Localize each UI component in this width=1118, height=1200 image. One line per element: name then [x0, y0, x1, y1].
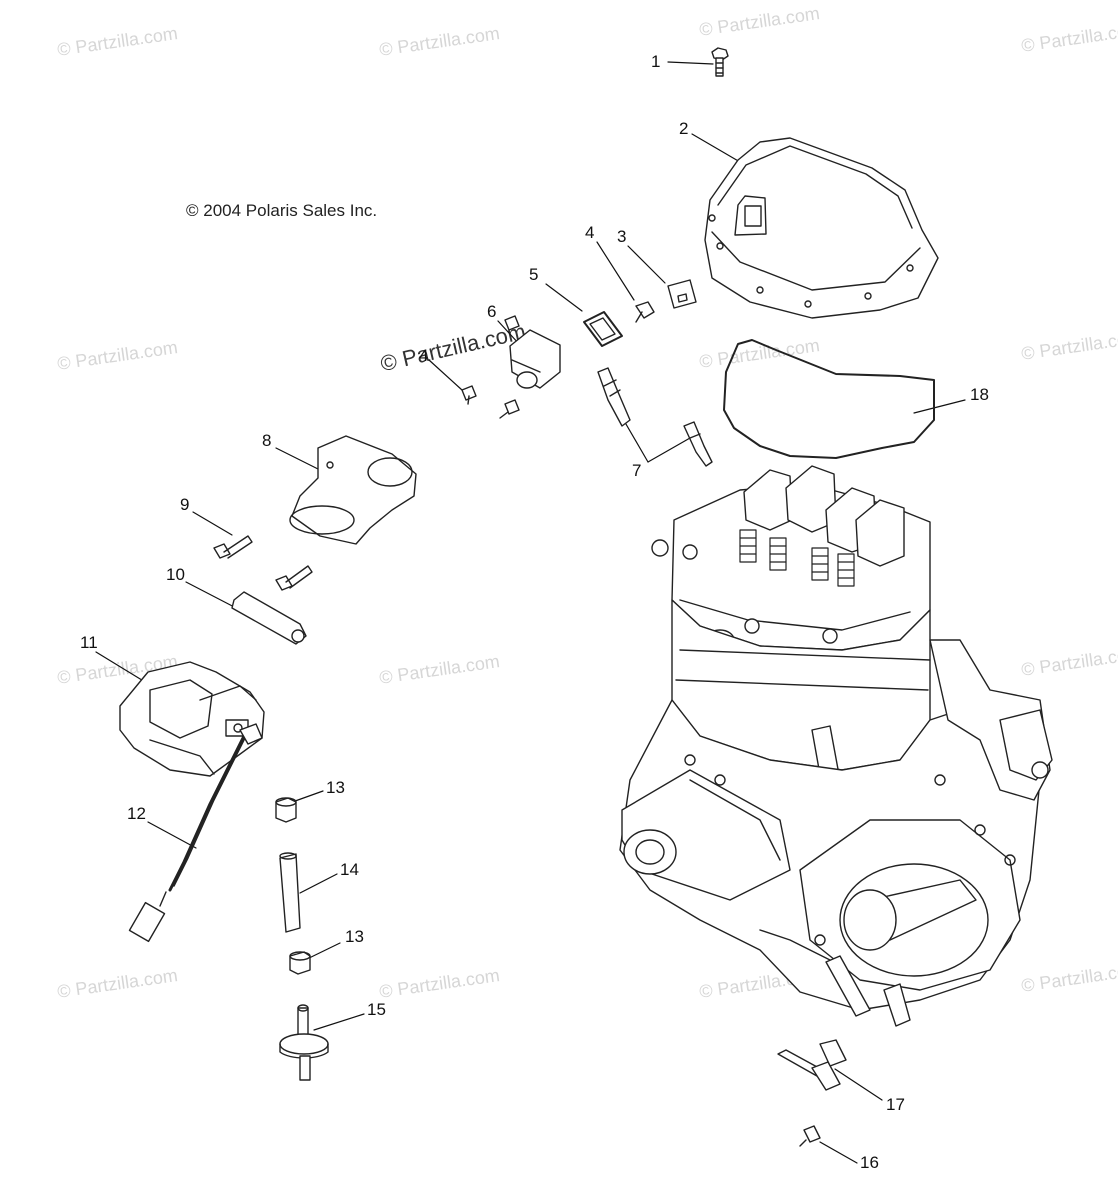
- callout-12: 12: [127, 804, 146, 823]
- callout-11: 11: [80, 633, 98, 652]
- bushing-13a: [275, 797, 297, 823]
- intake-adapter: [289, 435, 417, 545]
- fitting-grommet: [279, 1004, 329, 1081]
- sensor-gasket: [583, 311, 623, 347]
- callout-4: 4: [585, 223, 595, 242]
- spark-plug-b: [683, 421, 713, 467]
- throttle-housing: [119, 661, 265, 777]
- bolt-4a: [635, 301, 655, 323]
- decal-plate: [667, 279, 697, 309]
- callout-1: 1: [651, 52, 661, 71]
- map-sensor: [509, 329, 561, 389]
- engine-assembly: [619, 465, 1053, 1027]
- callout-3: 3: [617, 227, 627, 246]
- bolt-4b: [461, 315, 520, 419]
- callout-16: 16: [860, 1153, 879, 1172]
- hose-tube: [279, 852, 301, 933]
- callout-13: 13: [326, 778, 345, 797]
- callout-10: 10: [166, 565, 185, 584]
- bolt-1: [711, 47, 729, 77]
- spark-plug-a: [597, 367, 631, 427]
- valve-cover: [704, 137, 939, 319]
- callout-14: 14: [340, 860, 359, 879]
- throttle-position-sensor-cable: [128, 723, 263, 943]
- callout-9: 9: [180, 495, 190, 514]
- bushing-13b: [289, 951, 311, 975]
- pin-16: [799, 1125, 821, 1147]
- callout-4: 4: [419, 346, 429, 365]
- callout-2: 2: [679, 119, 689, 138]
- shaft-pin: [231, 591, 307, 645]
- callout-7: 7: [632, 461, 642, 480]
- callout-6: 6: [487, 302, 497, 321]
- leader-lines: [95, 61, 966, 1164]
- callout-15: 15: [367, 1000, 386, 1019]
- callout-17: 17: [886, 1095, 905, 1114]
- cover-gasket: [723, 339, 935, 459]
- callout-13: 13: [345, 927, 364, 946]
- callout-18: 18: [970, 385, 989, 404]
- bolt-9: [213, 535, 313, 591]
- copyright-notice: © 2004 Polaris Sales Inc.: [186, 201, 378, 220]
- coolant-fitting: [777, 1039, 847, 1091]
- callout-5: 5: [529, 265, 539, 284]
- callout-8: 8: [262, 431, 272, 450]
